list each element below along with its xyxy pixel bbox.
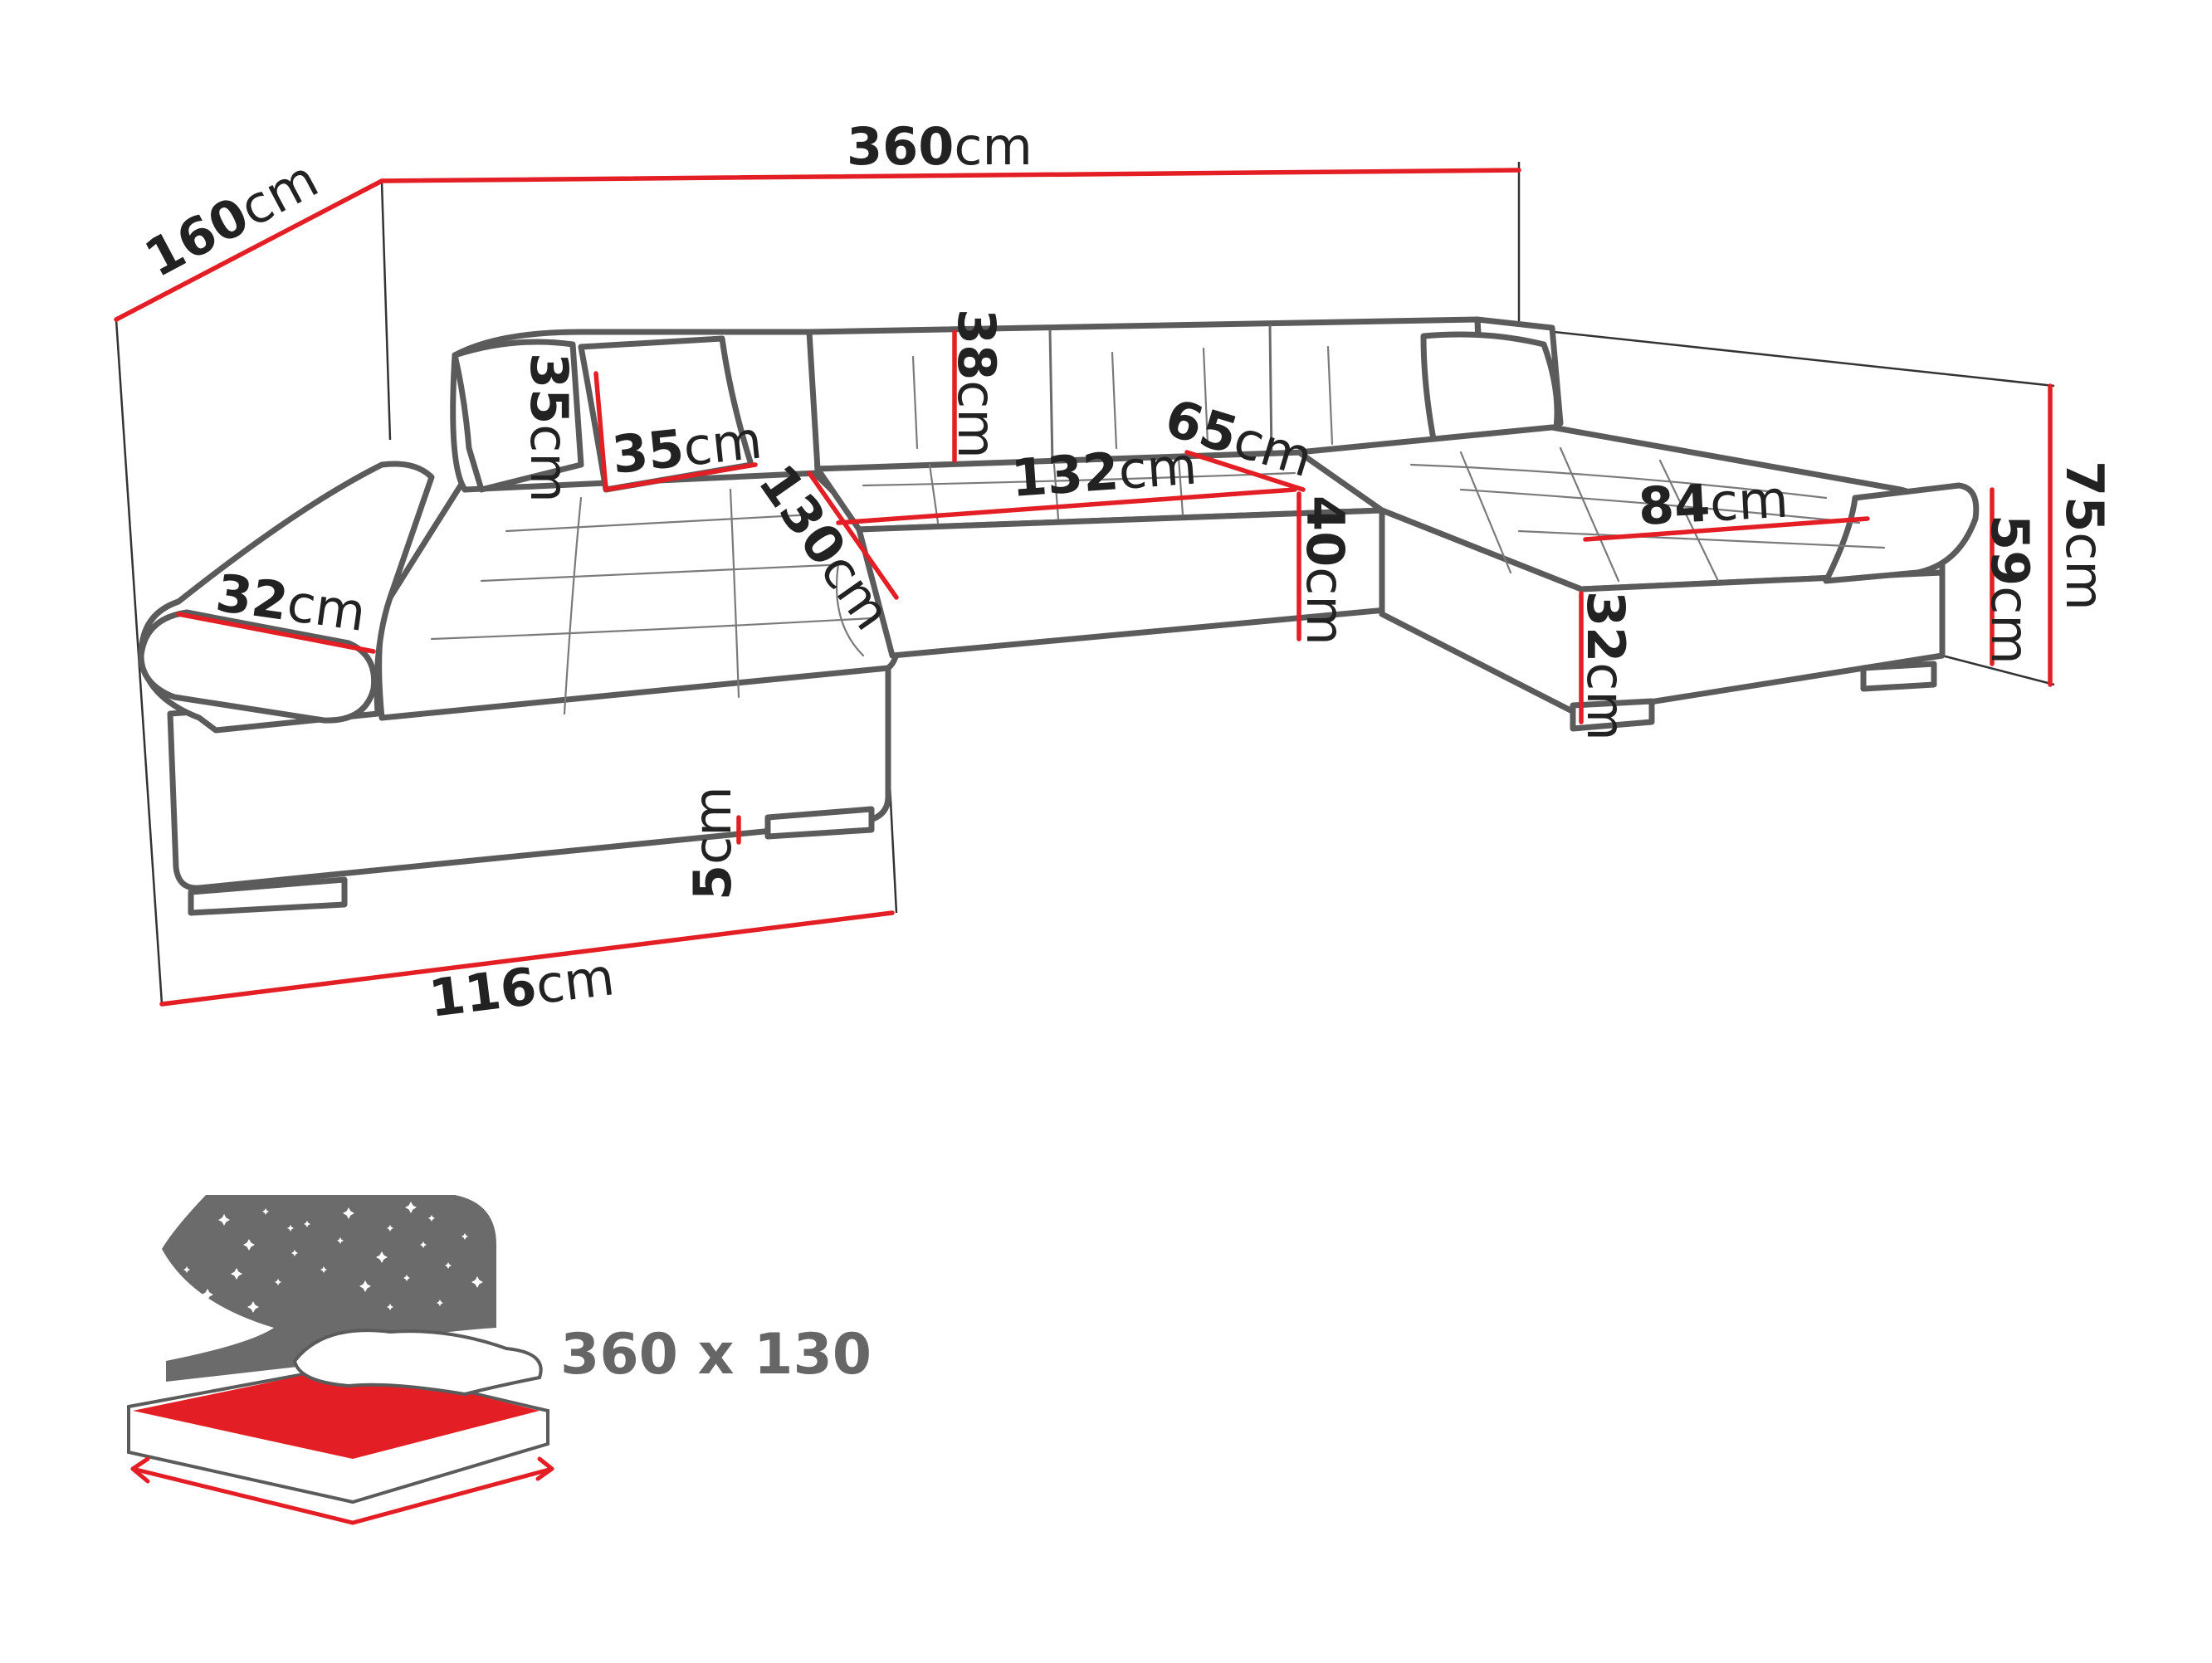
star-icon — [179, 1316, 186, 1323]
sofa-drawing — [138, 316, 1980, 916]
tufting — [430, 345, 1886, 715]
sleeping-function-icon: 360 x 130 — [127, 1195, 872, 1525]
label-leg-height: 5cm — [682, 786, 743, 900]
bed-pillow — [292, 1329, 543, 1397]
dimension-value: 38 — [946, 309, 1007, 380]
label-cushion-width: 35cm — [609, 409, 764, 485]
dimension-value: 75 — [2054, 461, 2115, 532]
dimension-value: 132 — [1009, 441, 1121, 509]
label-width: 360cm — [847, 116, 1033, 177]
star-icon — [403, 1275, 410, 1281]
star-icon — [387, 1304, 393, 1310]
star-icon — [437, 1300, 443, 1306]
star-icon — [445, 1262, 452, 1269]
star-icon — [343, 1207, 354, 1219]
right-armrest — [1823, 482, 1980, 584]
label-chaise-width: 84cm — [1637, 469, 1790, 537]
bed-night-swoosh — [162, 1249, 274, 1361]
dimension-value: 35 — [519, 353, 579, 424]
dimension-value: 59 — [1980, 515, 2040, 586]
left-side-cushion — [452, 339, 584, 493]
label-seat-height: 40cm — [1295, 495, 1355, 646]
dimension-unit: cm — [283, 573, 369, 643]
right-leg-back — [1860, 661, 1937, 692]
bed-arrow — [130, 1466, 554, 1525]
right-leg-front — [1570, 698, 1655, 732]
label-left-length: 116cm — [426, 946, 618, 1029]
left-leg-front — [188, 876, 348, 916]
label-cushion-height: 35cm — [519, 353, 579, 503]
label-armrest-width: 32cm — [212, 563, 369, 643]
star-icon — [376, 1251, 388, 1263]
dimension-value: 32 — [212, 563, 292, 632]
dimension-value: 360 — [847, 116, 954, 177]
star-icon — [320, 1266, 327, 1273]
star-icon — [247, 1301, 259, 1313]
dimension-unit: cm — [946, 380, 1007, 458]
dimension-value: 116 — [426, 956, 540, 1029]
dimension-unit: cm — [1116, 436, 1199, 501]
label-base-height: 32cm — [1575, 591, 1636, 741]
left-leg-back — [764, 806, 875, 840]
star-icon — [304, 1221, 310, 1227]
star-icon — [337, 1237, 344, 1244]
star-icon — [420, 1241, 427, 1248]
star-icon — [471, 1276, 483, 1288]
star-icon — [262, 1208, 269, 1215]
label-chaise-height: 59cm — [1980, 515, 2040, 665]
dimension-unit: cm — [681, 409, 765, 477]
dimension-value: 5 — [682, 865, 743, 900]
dimension-lines — [114, 168, 2053, 1007]
dimension-value: 40 — [1295, 495, 1355, 567]
star-icons — [179, 1202, 483, 1339]
star-icon — [428, 1215, 435, 1222]
star-icon — [287, 1225, 294, 1231]
dimension-value: 84 — [1637, 473, 1711, 537]
star-icon — [359, 1280, 371, 1292]
dimension-unit: cm — [519, 424, 579, 502]
label-depth: 160cm — [135, 149, 328, 290]
dimension-value: 32 — [1575, 591, 1636, 662]
dimension-unit: cm — [682, 786, 743, 864]
dimension-value: 35 — [609, 417, 686, 485]
right-chaise-base — [1379, 507, 1946, 717]
dimension-unit: cm — [954, 116, 1032, 177]
label-seat-width-mid: 132cm — [1009, 436, 1199, 509]
dimension-unit: cm — [1980, 586, 2040, 664]
star-icon — [461, 1233, 468, 1240]
star-icon — [218, 1214, 230, 1226]
dimension-unit: cm — [2054, 532, 2115, 610]
label-total-height: 75cm — [2054, 461, 2115, 611]
star-icon — [275, 1279, 281, 1285]
star-icon — [405, 1202, 417, 1213]
star-icon — [387, 1225, 393, 1231]
dimension-unit: cm — [1575, 662, 1636, 740]
star-icon — [231, 1268, 242, 1280]
dimension-unit: cm — [1295, 567, 1355, 645]
label-backrest-height: 38cm — [946, 309, 1007, 459]
star-icon — [212, 1333, 219, 1339]
star-icon — [202, 1289, 213, 1300]
star-icon — [291, 1250, 298, 1256]
dimension-unit: cm — [1708, 469, 1790, 534]
dimension-unit: cm — [532, 946, 618, 1016]
star-icon — [243, 1239, 255, 1251]
star-icon — [183, 1266, 190, 1273]
bed-size-label: 360 x 130 — [560, 1322, 872, 1387]
